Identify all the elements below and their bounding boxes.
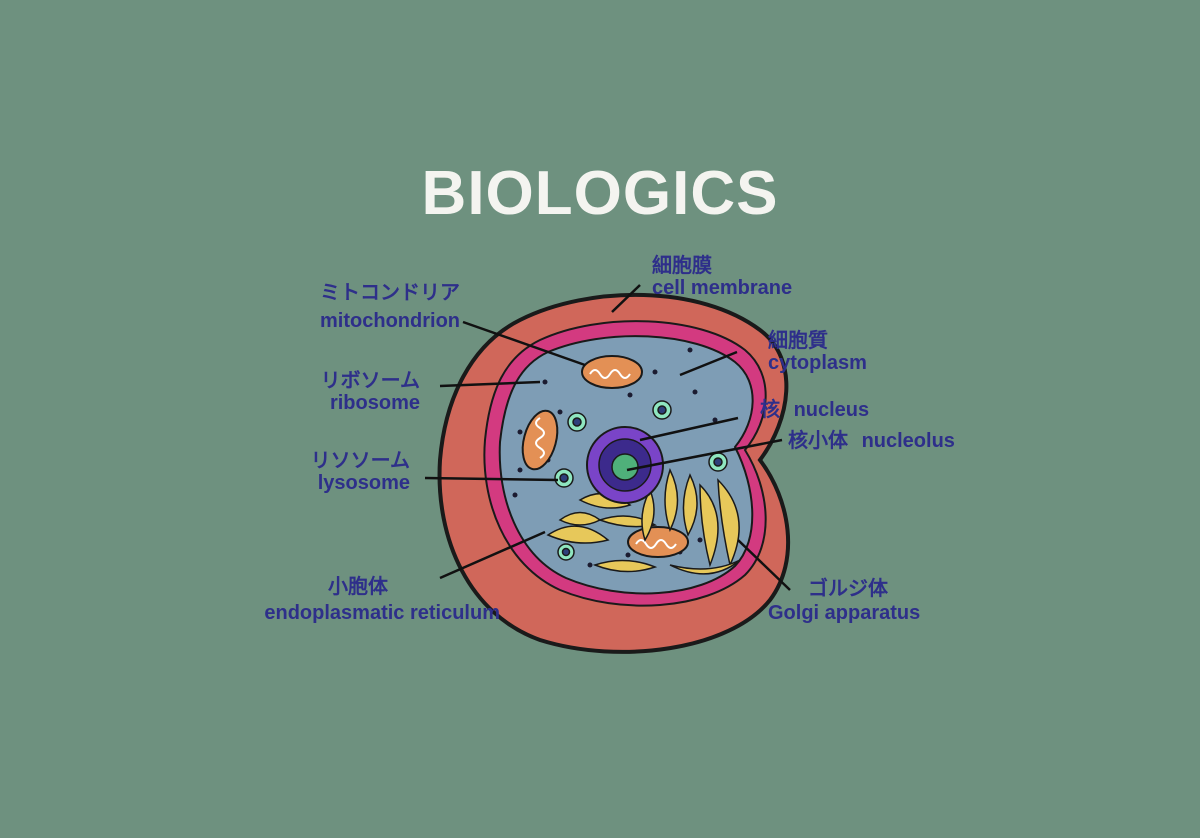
label-nucleus: 核 nucleus <box>760 399 869 421</box>
mitochondrion-left <box>521 409 559 471</box>
label-lysosome-en: lysosome <box>317 472 410 494</box>
label-golgi-en: Golgi apparatus <box>768 602 921 624</box>
label-er-en: endoplasmatic reticulum <box>264 602 500 624</box>
label-cytoplasm: 細胞質 cytoplasm <box>768 330 867 374</box>
label-lysosome-ja: リソソーム <box>310 450 410 472</box>
label-mitochondrion-en: mitochondrion <box>320 310 460 332</box>
label-er-ja: 小胞体 <box>328 576 388 598</box>
label-golgi-ja: ゴルジ体 <box>808 578 888 600</box>
label-nucleus-en: nucleus <box>793 399 870 421</box>
mitochondrion-bottom <box>627 526 689 558</box>
endoplasmic-reticulum <box>546 468 698 573</box>
label-nucleolus-en: nucleolus <box>861 430 955 452</box>
label-nucleolus: 核小体 nucleolus <box>788 430 955 452</box>
mitochondrion-top <box>581 355 643 389</box>
label-mitochondrion-ja: ミトコンドリア <box>320 282 460 304</box>
label-ribosome: リボソーム ribosome <box>321 370 420 414</box>
label-cell-membrane-ja: 細胞膜 <box>652 255 712 277</box>
label-nucleolus-ja: 核小体 <box>788 430 848 452</box>
label-golgi: ゴルジ体 Golgi apparatus <box>768 578 920 624</box>
label-nucleus-ja: 核 <box>760 399 780 421</box>
golgi-apparatus <box>669 478 741 575</box>
label-cell-membrane: 細胞膜 cell membrane <box>652 255 792 299</box>
label-cytoplasm-ja: 細胞質 <box>768 330 828 352</box>
label-ribosome-ja: リボソーム <box>320 370 420 392</box>
label-mitochondrion: ミトコンドリア mitochondrion <box>320 282 460 332</box>
page-title: BIOLOGICS <box>421 159 779 228</box>
lysosomes <box>554 400 728 561</box>
label-cytoplasm-en: cytoplasm <box>768 352 867 374</box>
label-ribosome-en: ribosome <box>329 392 420 414</box>
leader-lines <box>424 284 791 591</box>
ribosome-dots <box>512 347 718 568</box>
nucleus <box>586 426 664 504</box>
label-lysosome: リソソーム lysosome <box>311 450 410 494</box>
label-cell-membrane-en: cell membrane <box>652 277 793 299</box>
label-er: 小胞体 endoplasmatic reticulum <box>264 576 500 624</box>
